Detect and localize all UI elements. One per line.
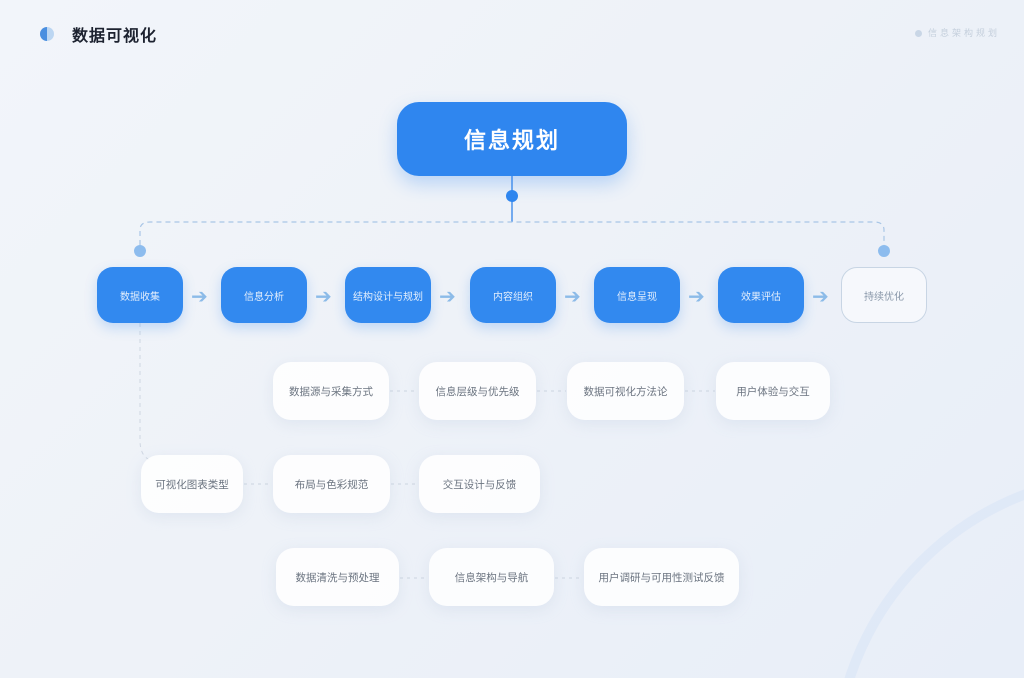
right-anchor-dot <box>878 245 890 257</box>
page-title: 数据可视化 <box>72 26 158 45</box>
detail-card[interactable]: 布局与色彩规范 <box>273 455 390 513</box>
flow-node-2[interactable]: 信息分析 <box>221 267 307 323</box>
arrow-right-icon: ➔ <box>688 284 705 308</box>
arrow-right-icon: ➔ <box>439 284 456 308</box>
detail-card[interactable]: 可视化图表类型 <box>141 455 243 513</box>
flow-node-6[interactable]: 效果评估 <box>718 267 804 323</box>
detail-card[interactable]: 信息架构与导航 <box>429 548 554 606</box>
arrow-right-icon: ➔ <box>191 284 208 308</box>
detail-card[interactable]: 信息层级与优先级 <box>419 362 536 420</box>
arrow-right-icon: ➔ <box>564 284 581 308</box>
top-right-caption: 信息架构规划 <box>914 26 1000 39</box>
detail-card[interactable]: 数据源与采集方式 <box>273 362 389 420</box>
detail-card[interactable]: 用户调研与可用性测试反馈 <box>584 548 739 606</box>
left-anchor-dot <box>134 245 146 257</box>
flow-node-5[interactable]: 信息呈现 <box>594 267 680 323</box>
root-node[interactable]: 信息规划 <box>397 102 627 176</box>
root-anchor-dot <box>506 190 518 202</box>
arrow-right-icon: ➔ <box>315 284 332 308</box>
dot-icon <box>914 30 922 37</box>
flow-node-1[interactable]: 数据收集 <box>97 267 183 323</box>
flow-node-3[interactable]: 结构设计与规划 <box>345 267 431 323</box>
logo-icon <box>40 27 54 41</box>
detail-card[interactable]: 数据清洗与预处理 <box>276 548 399 606</box>
arrow-right-icon: ➔ <box>812 284 829 308</box>
detail-card[interactable]: 交互设计与反馈 <box>419 455 540 513</box>
flow-node-7[interactable]: 持续优化 <box>841 267 927 323</box>
detail-card[interactable]: 用户体验与交互 <box>716 362 830 420</box>
detail-card[interactable]: 数据可视化方法论 <box>567 362 684 420</box>
flow-node-4[interactable]: 内容组织 <box>470 267 556 323</box>
header: 数据可视化 <box>40 22 157 46</box>
